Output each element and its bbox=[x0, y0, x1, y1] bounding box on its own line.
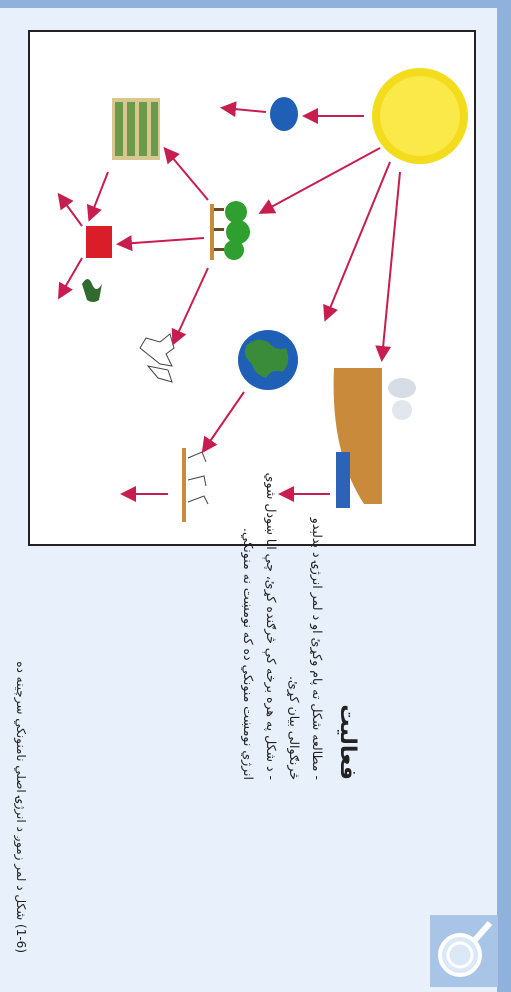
water-drop-icon bbox=[270, 97, 298, 131]
battery-icon bbox=[82, 226, 112, 302]
figure-caption: (1-6) شکل د لمر زموږ د انرژۍ اصلي نامنون… bbox=[4, 553, 28, 953]
right-border bbox=[497, 0, 511, 992]
magnifier-icon bbox=[430, 915, 498, 987]
top-border bbox=[0, 0, 511, 8]
activity-title: فعالیت bbox=[335, 360, 360, 780]
activity-line-4: انرژي نومښت منونکي ده که نومښت نه منونکي… bbox=[237, 360, 260, 780]
activity-line-3: - د شکل په هره برخه کې څرګنده کړئ، چې ان… bbox=[260, 360, 283, 780]
activity-line-1: - مطالعه شکل ته پام وکړئ او د لمر انرژۍ … bbox=[306, 360, 329, 780]
plant-icon bbox=[210, 201, 250, 260]
cells-icon bbox=[112, 98, 160, 160]
activity-line-2: څرنګوالی بیان کړئ. bbox=[283, 360, 306, 780]
